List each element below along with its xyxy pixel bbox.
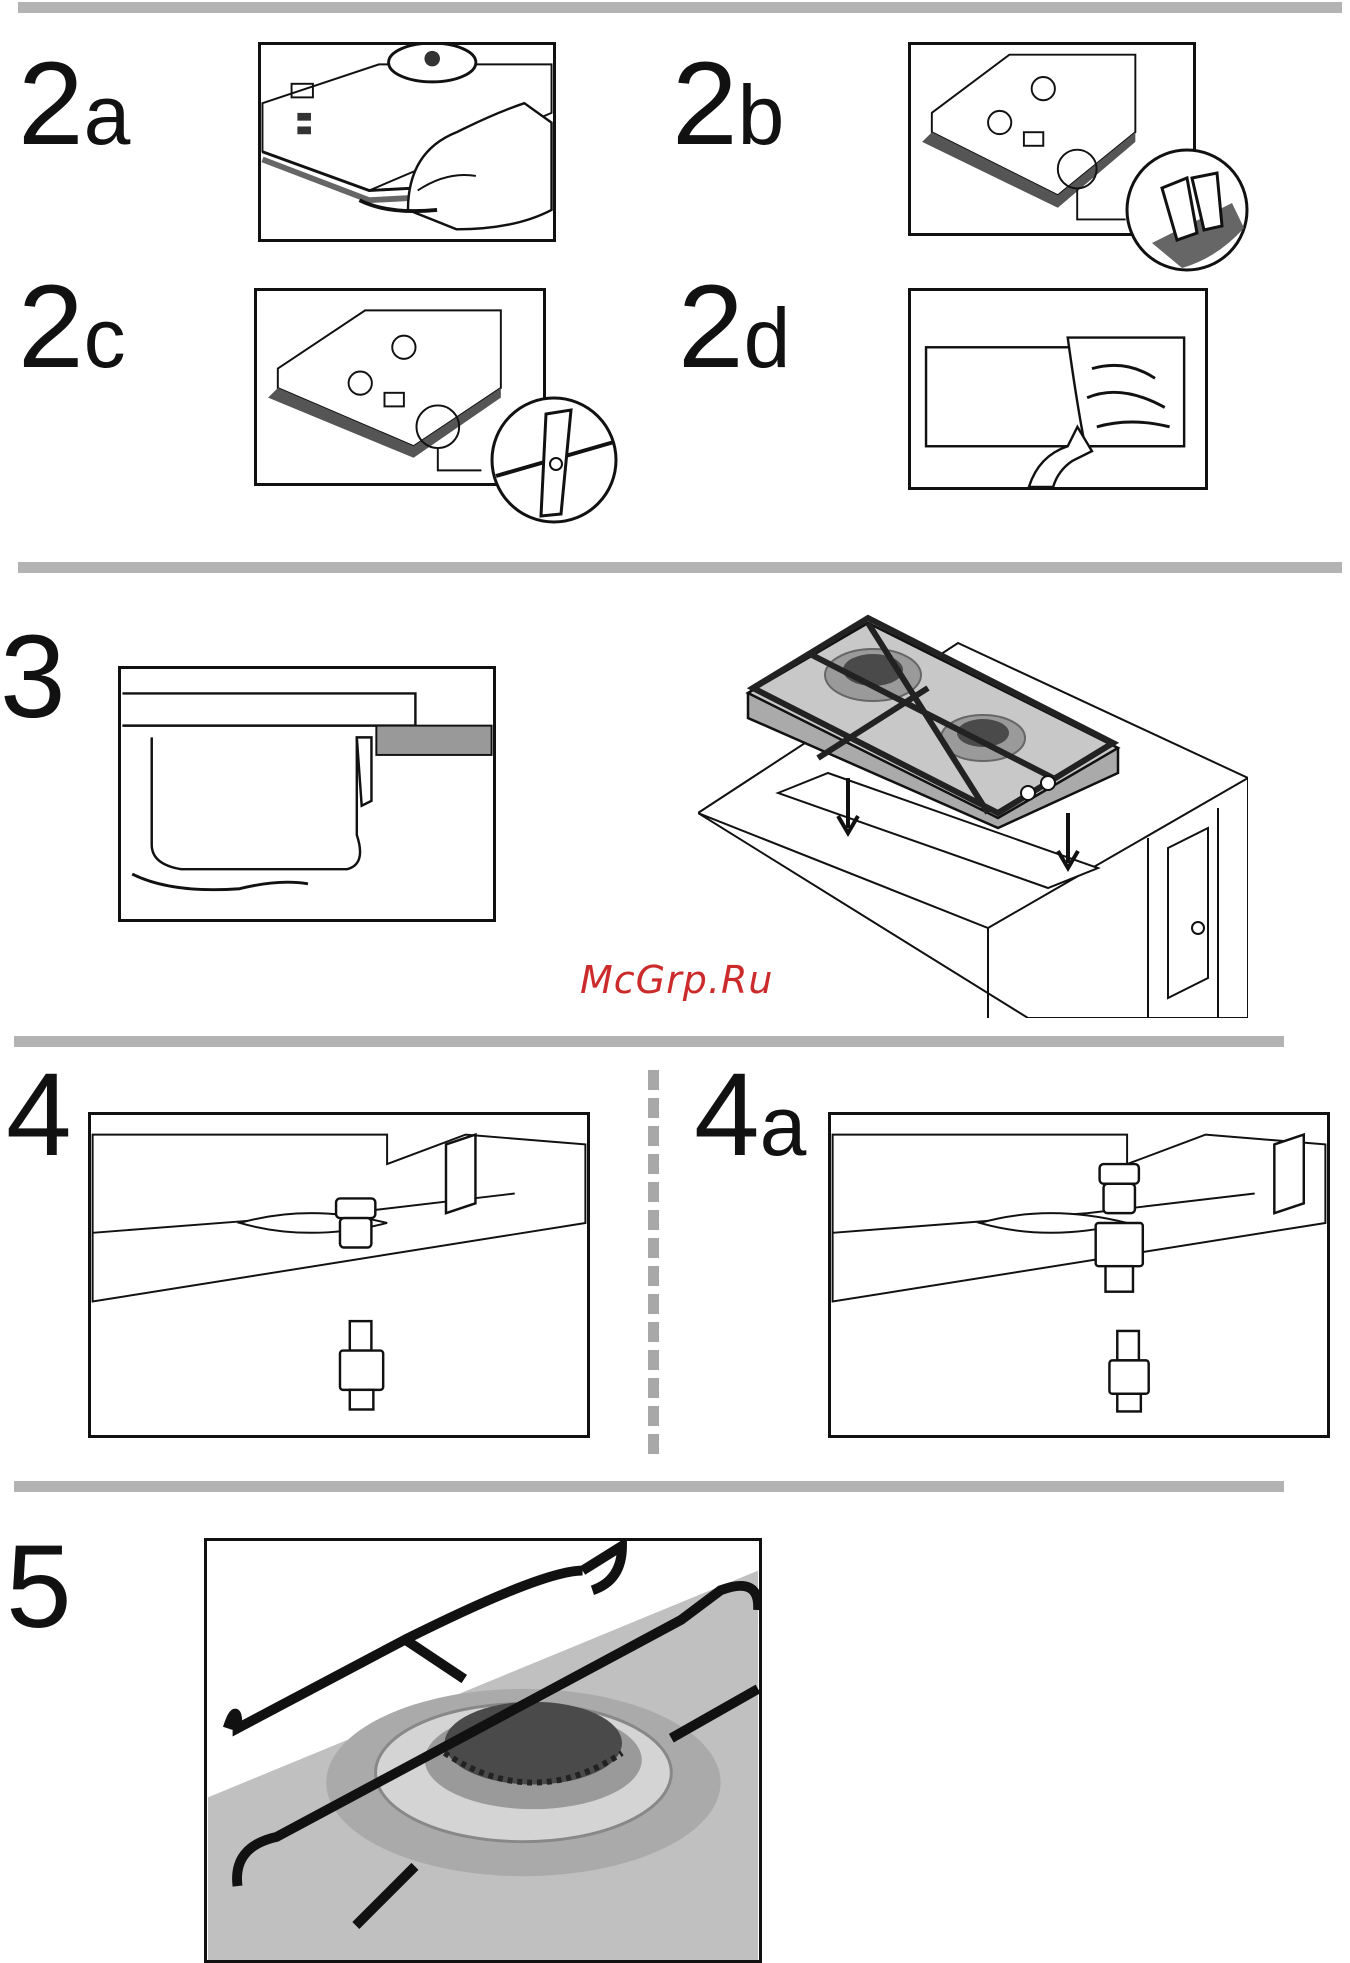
separator-rule-top xyxy=(18,2,1342,13)
step-label-2b: 2b xyxy=(672,45,784,163)
step-label-2d: 2d xyxy=(678,268,790,386)
bracket-callout-2c xyxy=(486,394,622,526)
separator-rule-3 xyxy=(14,1481,1284,1492)
illustration-2a xyxy=(258,42,556,242)
illustration-5 xyxy=(204,1538,762,1963)
step-label-2c: 2c xyxy=(18,268,126,386)
clip-callout-2b xyxy=(1122,148,1252,278)
separator-rule-2 xyxy=(14,1036,1284,1047)
step-label-5: 5 xyxy=(6,1528,72,1646)
illustration-3-section xyxy=(118,666,496,922)
watermark-text: McGrp.Ru xyxy=(580,958,773,1002)
step-label-4: 4 xyxy=(6,1056,72,1174)
illustration-2d xyxy=(908,288,1208,490)
illustration-4 xyxy=(88,1112,590,1438)
illustration-4a xyxy=(828,1112,1330,1438)
step-label-4a: 4a xyxy=(694,1056,806,1174)
illustration-3-hob xyxy=(698,598,1248,1018)
step-label-2a: 2a xyxy=(18,45,130,163)
step-label-3: 3 xyxy=(0,618,66,736)
separator-rule-1 xyxy=(18,562,1342,573)
